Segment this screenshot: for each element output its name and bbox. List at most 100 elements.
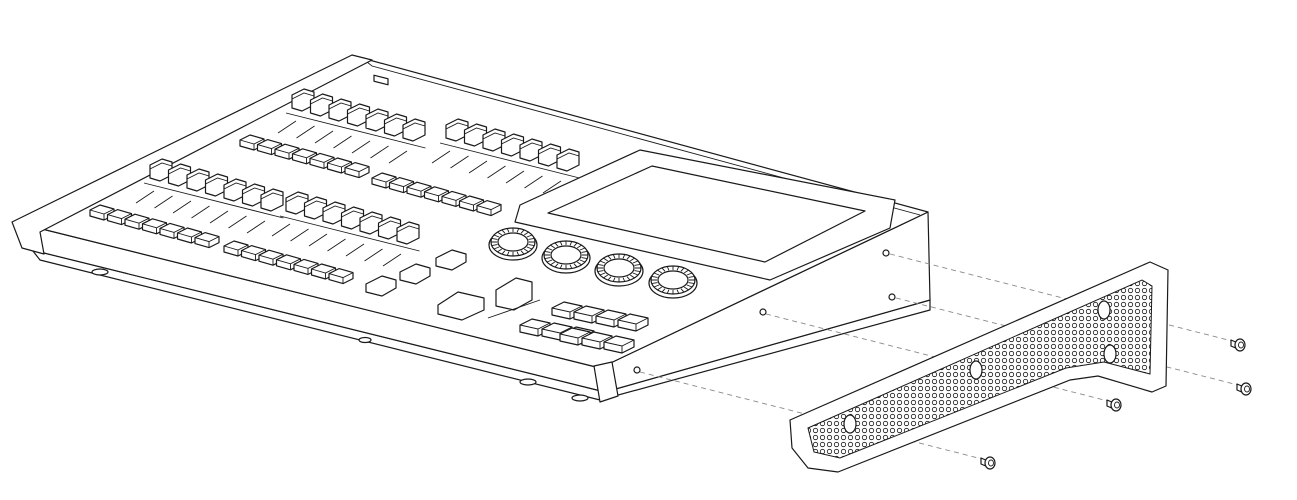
touchscreen[interactable] (514, 149, 896, 281)
button-row-upper-left (239, 134, 370, 179)
fader-slot (468, 160, 488, 174)
encoder-knurl (651, 266, 695, 294)
fader-cap-ridge (347, 107, 370, 115)
fader-cap-ridge (310, 97, 333, 105)
fader-cap-ridge (396, 225, 420, 233)
fader-bank-edge (285, 112, 426, 149)
screw-drive (1114, 401, 1120, 409)
master-fader-cap[interactable] (495, 277, 533, 311)
back-button[interactable] (399, 263, 431, 285)
button-key-edge (292, 152, 317, 164)
foot (571, 394, 589, 402)
button-key-edge (328, 272, 354, 284)
fader-cap-ridge (365, 112, 389, 120)
playback-key-edge (559, 331, 591, 345)
guide-line (889, 253, 1237, 343)
encoder-knob[interactable] (541, 240, 591, 274)
button-key[interactable] (344, 162, 370, 179)
button-key-edge (89, 208, 115, 220)
side-screw-hole (882, 249, 890, 257)
button-key[interactable] (328, 268, 354, 285)
fader-slot (351, 140, 371, 154)
fader-layer (135, 88, 580, 267)
fader-slot (296, 125, 315, 139)
button-key-edge (327, 161, 352, 173)
button-key-edge (124, 217, 150, 230)
fader-bank-edge (439, 142, 580, 179)
fader-cap-ridge (291, 92, 315, 100)
fader-bank-edge (143, 182, 284, 219)
grand-master-button[interactable] (437, 291, 485, 321)
fader-cap-ridge (242, 187, 265, 195)
fader-cap-ridge (359, 215, 383, 223)
fader-slot (505, 170, 525, 184)
button-key-edge (241, 249, 266, 261)
playback-key[interactable] (617, 313, 649, 332)
button-key-edge (309, 156, 335, 169)
fader-cap-ridge (168, 167, 191, 175)
button-key-edge (476, 204, 502, 216)
screw-drive (1244, 385, 1250, 393)
fader-slot (172, 200, 192, 214)
button-key-edge (258, 253, 284, 266)
playback-key-edge (581, 335, 613, 349)
button-key-edge (239, 138, 265, 150)
lighting-console (11, 54, 931, 403)
fader-cap-ridge (538, 147, 561, 155)
fader-slot (327, 238, 346, 252)
encoder-knob[interactable] (648, 265, 698, 299)
encoder-cap (603, 258, 635, 278)
playback-key[interactable] (603, 335, 635, 354)
fader-cap-ridge (519, 142, 543, 150)
button-key-edge (257, 143, 282, 155)
stop-button[interactable] (365, 275, 397, 297)
playback-key-edge (551, 305, 583, 319)
foot (91, 268, 109, 276)
fader-cap-ridge (304, 200, 327, 208)
button-key-edge (177, 231, 202, 243)
fader-slot (209, 210, 229, 224)
fader-slot (524, 175, 543, 189)
encoder-layer (488, 227, 698, 299)
button-key[interactable] (476, 200, 502, 217)
screw-drive (1238, 341, 1244, 349)
fader-slot (382, 253, 402, 267)
fader-slot (290, 228, 309, 242)
button-key-edge (159, 226, 185, 239)
side-bracket (789, 261, 1169, 473)
fader-bank-top-right (431, 118, 580, 194)
fader-slot (364, 248, 383, 262)
side-screw-hole (633, 366, 641, 374)
button-key-edge (441, 194, 467, 207)
bracket-mount-boss (969, 360, 983, 380)
fader-cap-ridge (205, 177, 228, 185)
fader-cap-ridge (260, 192, 284, 200)
fader-slot (388, 150, 408, 164)
button-key[interactable] (194, 232, 220, 249)
fader-bank-mid-left (135, 158, 284, 234)
encoder-cap (657, 270, 689, 290)
go-button[interactable] (435, 249, 467, 271)
side-screw-hole (759, 308, 767, 316)
fader-cap-ridge (464, 127, 487, 135)
playback-key-cluster (519, 301, 649, 354)
button-row-lower-right (223, 240, 354, 285)
encoder-knob[interactable] (488, 227, 538, 261)
playback-key-edge (573, 309, 605, 323)
playback-key-edge (603, 339, 635, 353)
button-row-upper-right (371, 172, 502, 217)
fader-cap-ridge (186, 172, 210, 180)
encoder-knurl (491, 228, 535, 256)
mounting-screw (1236, 382, 1252, 396)
fader-slot (246, 220, 266, 234)
button-key-edge (406, 185, 432, 198)
guide-line (639, 371, 987, 461)
fader-slot (487, 165, 506, 179)
mounting-screw (980, 456, 996, 470)
fader-slot (314, 130, 334, 144)
encoder-knob[interactable] (594, 253, 644, 287)
button-key-edge (424, 190, 449, 202)
fader-cap-ridge (501, 137, 524, 145)
fader-slot (271, 223, 291, 237)
